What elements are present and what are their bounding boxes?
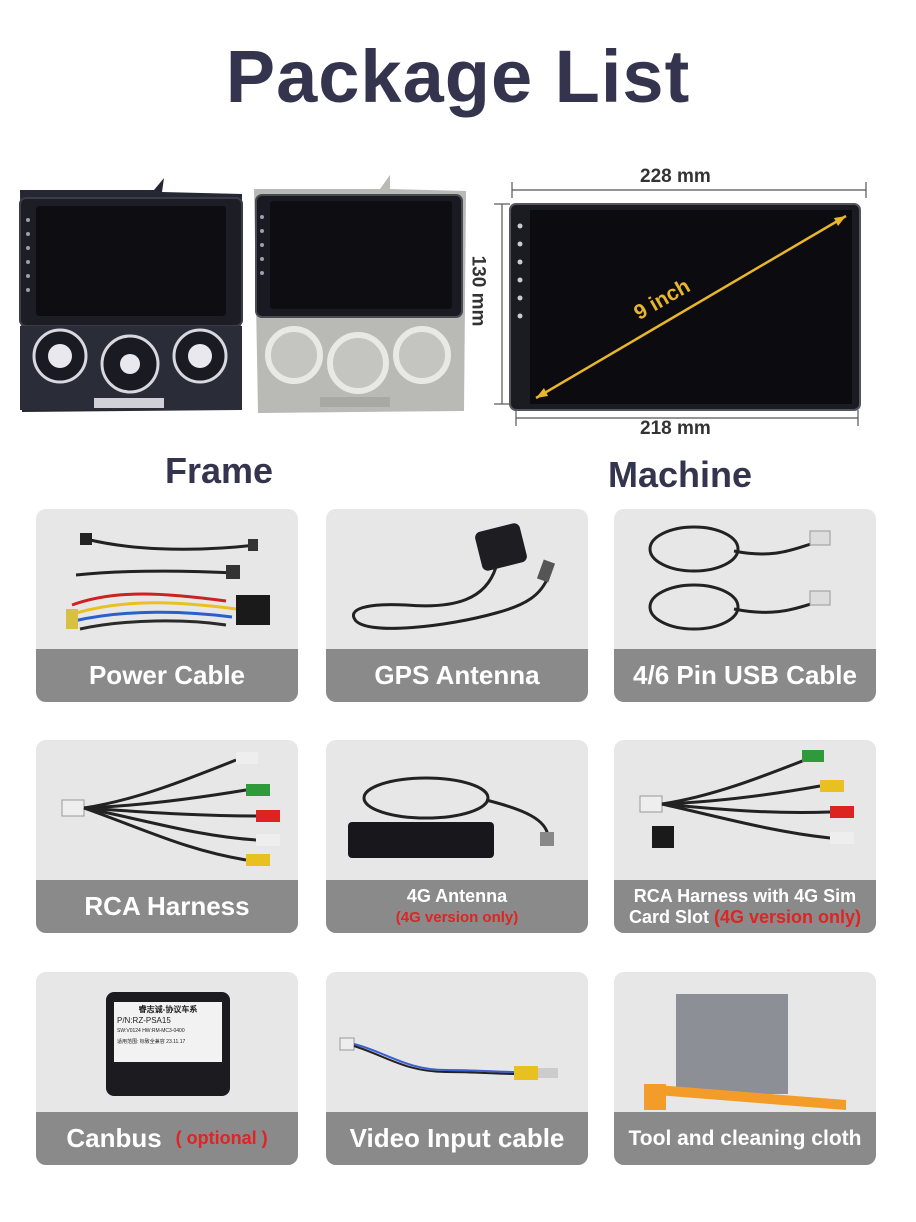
canbus-sticker-line1: 睿志诚-协议车系 [138,1005,198,1014]
canbus-sticker-line3: SW:V0124 HW:RM-MC3-0400 [117,1028,185,1034]
item-card-video-input: Video Input cable [326,972,588,1165]
canbus-sticker: 睿志诚-协议车系 P/N:RZ-PSA15 SW:V0124 HW:RM-MC3… [114,1002,222,1062]
item-note-rca-harness-4g: (4G version only) [713,906,862,927]
gps-antenna-image [352,523,556,630]
canbus-box: 睿志诚-协议车系 P/N:RZ-PSA15 SW:V0124 HW:RM-MC3… [106,992,230,1096]
item-label-4g-antenna: 4G Antenna [406,885,508,906]
rca-harness-4g-image [639,750,854,848]
video-input-image [339,1037,558,1080]
item-label-video-input: Video Input cable [349,1123,565,1153]
item-note-canbus: ( optional ) [175,1128,268,1148]
item-card-gps-antenna: GPS Antenna [326,509,588,702]
item-card-rca-harness-4g: RCA Harness with 4G Sim Card Slot (4G ve… [614,740,876,933]
machine-image [494,182,867,426]
item-card-4g-antenna: 4G Antenna (4G version only) [326,740,588,933]
machine-bottom-width: 218 mm [640,418,711,439]
item-card-power-cable: Power Cable [36,509,298,702]
item-label-canbus: Canbus [66,1123,162,1153]
canbus-sticker-line4: 适用范围: 标致全兼容 23.11.17 [117,1039,186,1045]
item-label-rca-harness-4g-line2: Card Slot [628,906,709,927]
item-label-power-cable: Power Cable [88,660,246,690]
item-card-tool-cloth: Tool and cleaning cloth [614,972,876,1165]
machine-top-width: 228 mm [640,166,711,187]
machine-caption: Machine [608,454,753,495]
item-label-rca-harness-4g-line1: RCA Harness with 4G Sim [633,885,857,906]
page-title: Package List [225,35,691,118]
item-label-gps-antenna: GPS Antenna [374,660,540,690]
item-label-usb-cable: 4/6 Pin USB Cable [633,660,857,690]
item-card-usb-cable: 4/6 Pin USB Cable [614,509,876,702]
frame-caption: Frame [165,450,274,491]
4g-antenna-image [348,776,554,858]
item-note-4g-antenna: (4G version only) [395,908,519,926]
frame-black-image [19,178,243,412]
item-label-tool-cloth: Tool and cleaning cloth [628,1126,862,1150]
item-card-canbus: 睿志诚-协议车系 P/N:RZ-PSA15 SW:V0124 HW:RM-MC3… [36,972,298,1165]
machine-height: 130 mm [467,255,489,327]
frame-silver-image [254,175,466,413]
rca-harness-image [61,752,280,866]
item-card-rca-harness: RCA Harness [36,740,298,933]
power-cable-image [66,533,270,631]
item-label-rca-harness: RCA Harness [84,891,250,921]
canbus-sticker-line2: P/N:RZ-PSA15 [117,1016,171,1025]
tool-cloth-image [644,994,846,1110]
usb-cable-image [648,525,831,631]
